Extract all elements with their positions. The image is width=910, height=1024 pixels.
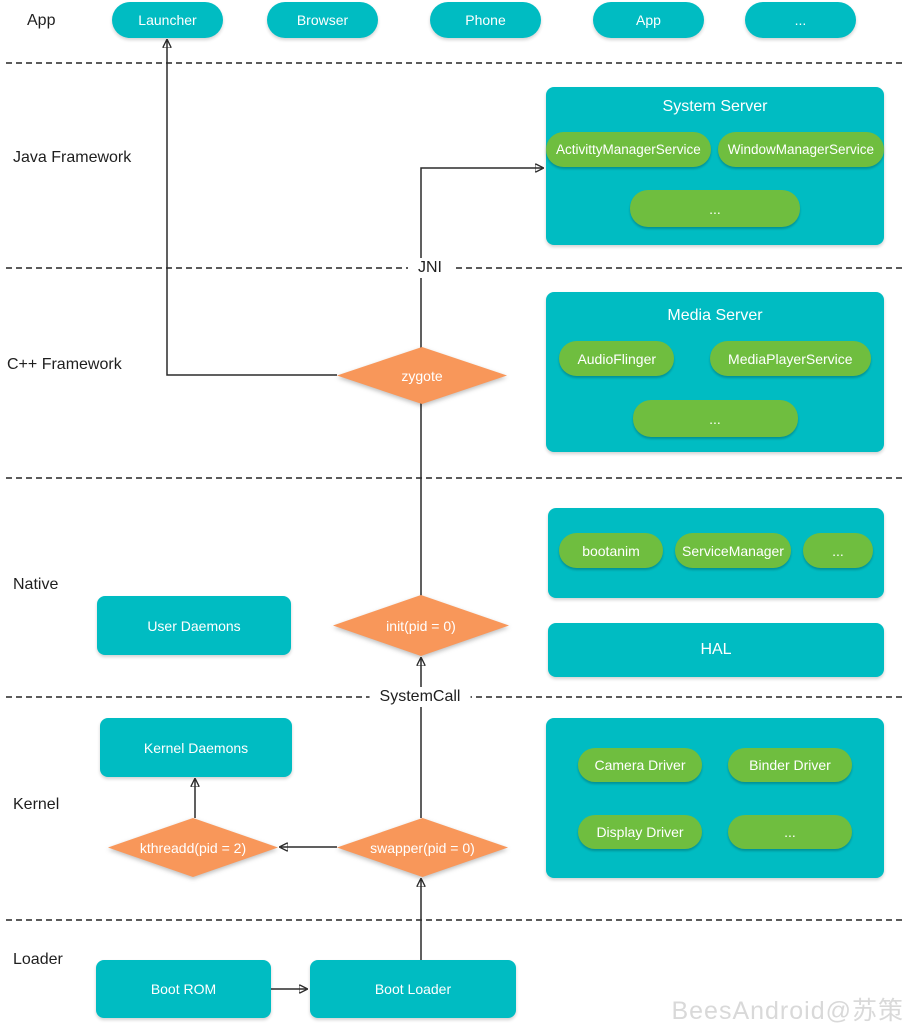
kthreadd-diamond: kthreadd(pid = 2) [108,818,278,877]
native-services-box: bootanim ServiceManager ... [548,508,884,598]
app-pill-launcher: Launcher [112,2,223,38]
pill-window-manager-service: WindowManagerService [717,132,885,167]
swapper-diamond: swapper(pid = 0) [337,818,508,877]
pill-bootanim: bootanim [559,533,663,568]
pill-audio-flinger: AudioFlinger [559,341,675,376]
media-server-box: Media Server AudioFlinger MediaPlayerSer… [546,292,884,452]
boot-rom-box: Boot ROM [96,960,271,1018]
arrow-zygote-to-launcher [167,41,337,376]
pill-system-server-more: ... [630,190,800,227]
user-daemons-label: User Daemons [147,617,241,634]
zygote-diamond: zygote [337,347,507,404]
pill-native-more: ... [803,533,873,568]
init-label: init(pid = 0) [386,617,456,634]
app-pill-phone: Phone [430,2,541,38]
boot-loader-box: Boot Loader [310,960,516,1018]
systemcall-boundary-label: SystemCall [369,687,471,707]
layer-label-cpp-framework: C++ Framework [7,356,122,373]
pill-activity-manager-service: ActivittyManagerService [545,132,711,167]
pill-drivers-more: ... [728,815,852,849]
layer-label-app: App [27,12,56,29]
kthreadd-label: kthreadd(pid = 2) [139,839,247,856]
pill-media-server-more: ... [632,400,798,437]
layer-label-java-framework: Java Framework [13,149,132,166]
separator-kernel-loader [6,919,904,921]
kernel-daemons-box: Kernel Daemons [100,718,292,777]
zygote-label: zygote [401,367,443,384]
drivers-box: Camera Driver Binder Driver Display Driv… [546,718,884,878]
media-server-title: Media Server [667,307,763,324]
system-server-box: System Server ActivittyManagerService Wi… [545,87,885,245]
swapper-label: swapper(pid = 0) [370,839,475,856]
separator-jni [6,267,904,269]
app-pill-more: ... [745,2,856,38]
separator-cpp-native [6,477,904,479]
layer-label-loader: Loader [13,951,63,968]
boot-rom-label: Boot ROM [150,981,217,997]
layer-label-native: Native [13,576,59,593]
jni-boundary-label: JNI [408,258,452,278]
kernel-daemons-label: Kernel Daemons [143,739,249,756]
pill-display-driver: Display Driver [578,815,702,849]
watermark: BeesAndroid@苏策 [671,997,904,1024]
user-daemons-box: User Daemons [97,596,291,655]
layer-label-kernel: Kernel [13,796,60,813]
pill-service-manager: ServiceManager [675,533,791,568]
pill-binder-driver: Binder Driver [728,748,852,782]
app-pill-browser: Browser [267,2,378,38]
system-server-title: System Server [662,98,768,115]
pill-media-player-service: MediaPlayerService [710,341,871,376]
hal-title: HAL [700,641,732,658]
boot-loader-label: Boot Loader [374,981,452,997]
pill-camera-driver: Camera Driver [578,748,702,782]
hal-box: HAL [548,623,884,677]
separator-app-java [6,62,904,64]
app-pill-app: App [593,2,704,38]
init-diamond: init(pid = 0) [333,595,509,656]
